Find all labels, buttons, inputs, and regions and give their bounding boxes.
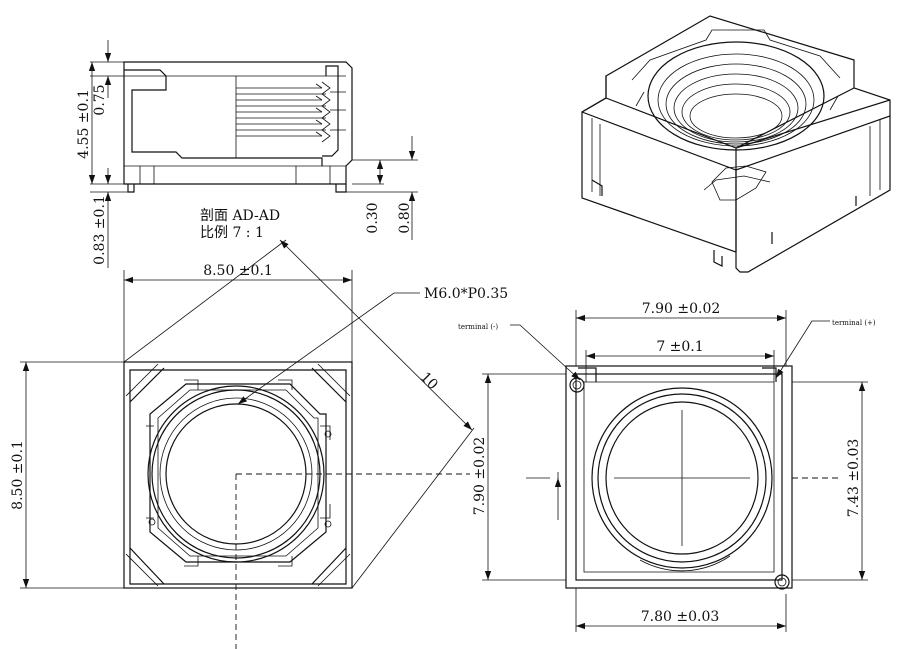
dim-height-text: 4.55 ±0.1 <box>76 89 92 159</box>
iso-thread <box>681 83 791 141</box>
terminal-plus-leader <box>775 320 830 379</box>
section-outline <box>123 61 353 185</box>
top-chamfers <box>129 367 347 585</box>
terminal-minus-leader <box>510 324 581 381</box>
terminal-plus-pad <box>774 574 790 590</box>
iso-edges <box>581 76 891 252</box>
terminal-minus-pad-inner <box>572 380 582 390</box>
terminal-minus-pad <box>569 377 585 393</box>
dim-bottom-text: 0.83 ±0.1 <box>92 195 108 265</box>
bottom-view: 7.90 ±0.02 7 ±0.1 7.90 ±0.02 7.43 ±0.03 … <box>458 301 876 632</box>
top-tabs <box>146 379 331 567</box>
section-scale: 比例 7 : 1 <box>200 225 264 241</box>
top-bore-outer <box>147 385 325 563</box>
iso-thread <box>689 93 783 139</box>
section-view: 0.75 4.55 ±0.1 0.83 ±0.1 0.30 0.80 剖面 AD… <box>76 40 418 268</box>
iso-notch-line <box>703 175 771 191</box>
iso-pins <box>591 179 857 267</box>
pin-right <box>335 184 347 193</box>
top-chamfers <box>125 363 351 587</box>
terminal-plus-label: terminal (+) <box>832 319 876 327</box>
thread-label: M6.0*P0.35 <box>424 286 508 302</box>
iso-bore-outer <box>647 41 825 151</box>
top-hole <box>324 430 332 438</box>
bottom-bore-inner <box>605 401 759 555</box>
dim-pin-gap-text: 0.30 <box>365 202 381 233</box>
terminal-plus-pad-inner <box>777 577 787 587</box>
iso-side-lines <box>591 118 881 196</box>
top-dim-width-text: 8.50 ±0.1 <box>203 263 273 279</box>
terminal-notches <box>578 367 777 382</box>
iso-top-detail <box>635 91 839 111</box>
dim-pin-len-text: 0.80 <box>397 202 413 233</box>
terminal-minus-label: terminal (-) <box>458 323 498 331</box>
section-feet <box>139 166 331 184</box>
iso-outline <box>581 15 891 273</box>
bottom-inner-frame <box>583 381 775 573</box>
section-right-part <box>322 65 339 157</box>
iso-thread <box>673 73 799 143</box>
bottom-arc <box>639 555 731 572</box>
pin-left <box>127 184 135 193</box>
bottom-bore-outer <box>591 387 773 569</box>
isometric-view <box>581 15 891 273</box>
top-hole <box>148 518 156 526</box>
top-dim-diag-text: 10 <box>417 369 441 393</box>
iso-top-rim <box>631 29 841 81</box>
top-outline <box>123 361 353 589</box>
top-view: 8.50 ±0.1 8.50 ±0.1 10 M6.0*P0.35 <box>10 239 508 649</box>
iso-thread <box>665 63 807 145</box>
bottom-dim-height-text: 7.90 ±0.02 <box>472 437 488 516</box>
section-inner-left <box>124 69 323 166</box>
top-dim-height-text: 8.50 ±0.1 <box>10 440 26 510</box>
section-title: 剖面 AD-AD <box>200 208 280 224</box>
bottom-inner-outline <box>575 373 783 581</box>
iso-thread <box>657 53 815 147</box>
bottom-bore-ring <box>597 393 767 563</box>
iso-notch <box>711 165 767 201</box>
section-right-detail <box>330 91 346 131</box>
top-hole <box>324 520 332 528</box>
bottom-dim-inner-text: 7 ±0.1 <box>656 339 703 355</box>
bottom-dim-right-text: 7.43 ±0.03 <box>846 439 862 518</box>
thread-leader <box>237 292 420 405</box>
bottom-dim-bottom-text: 7.80 ±0.03 <box>641 609 720 625</box>
bottom-dim-outer-text: 7.90 ±0.02 <box>642 301 721 317</box>
top-carrier-inner <box>157 389 319 557</box>
top-inner-outline <box>129 369 347 585</box>
dim-top-text: 0.75 <box>92 84 108 115</box>
thread-hatch <box>236 81 331 143</box>
bottom-outline <box>565 365 793 589</box>
